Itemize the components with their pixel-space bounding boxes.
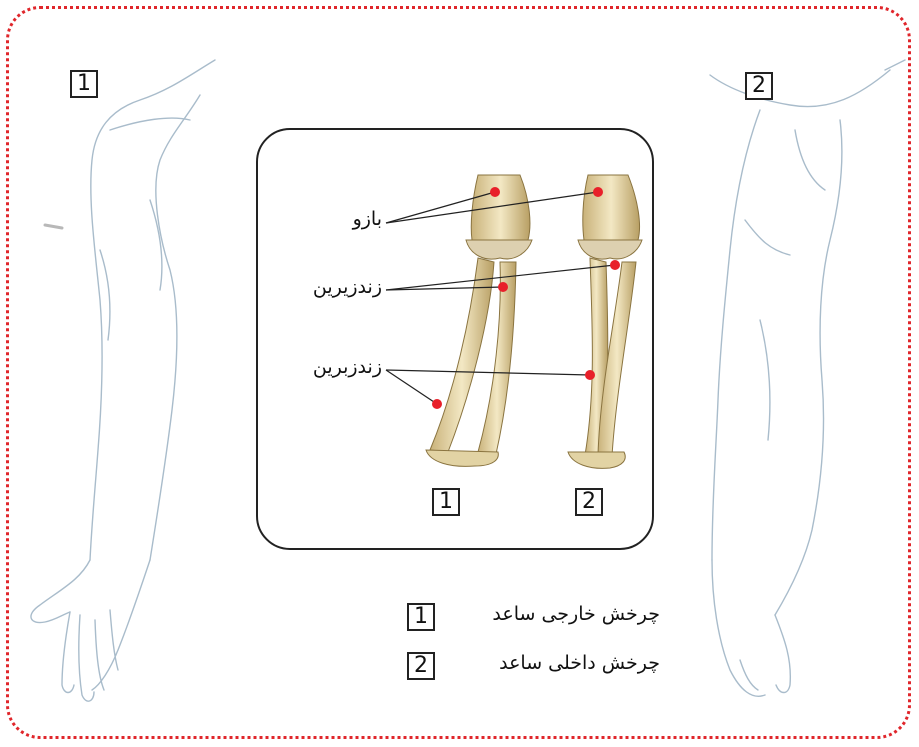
label-ulna: زندزیرین [313,276,382,298]
label-radius: زندزبرین [313,356,382,378]
bone-number-1: 1 [432,488,460,516]
bones-supination [426,175,532,466]
bone-number-2: 2 [575,488,603,516]
legend-text-1: چرخش خارجی ساعد [440,603,660,625]
legend-number-1: 1 [407,603,435,631]
legend-number-2: 2 [407,652,435,680]
legend-text-2: چرخش داخلی ساعد [440,652,660,674]
bones-pronation [568,175,642,468]
label-humerus: بازو [353,208,382,230]
